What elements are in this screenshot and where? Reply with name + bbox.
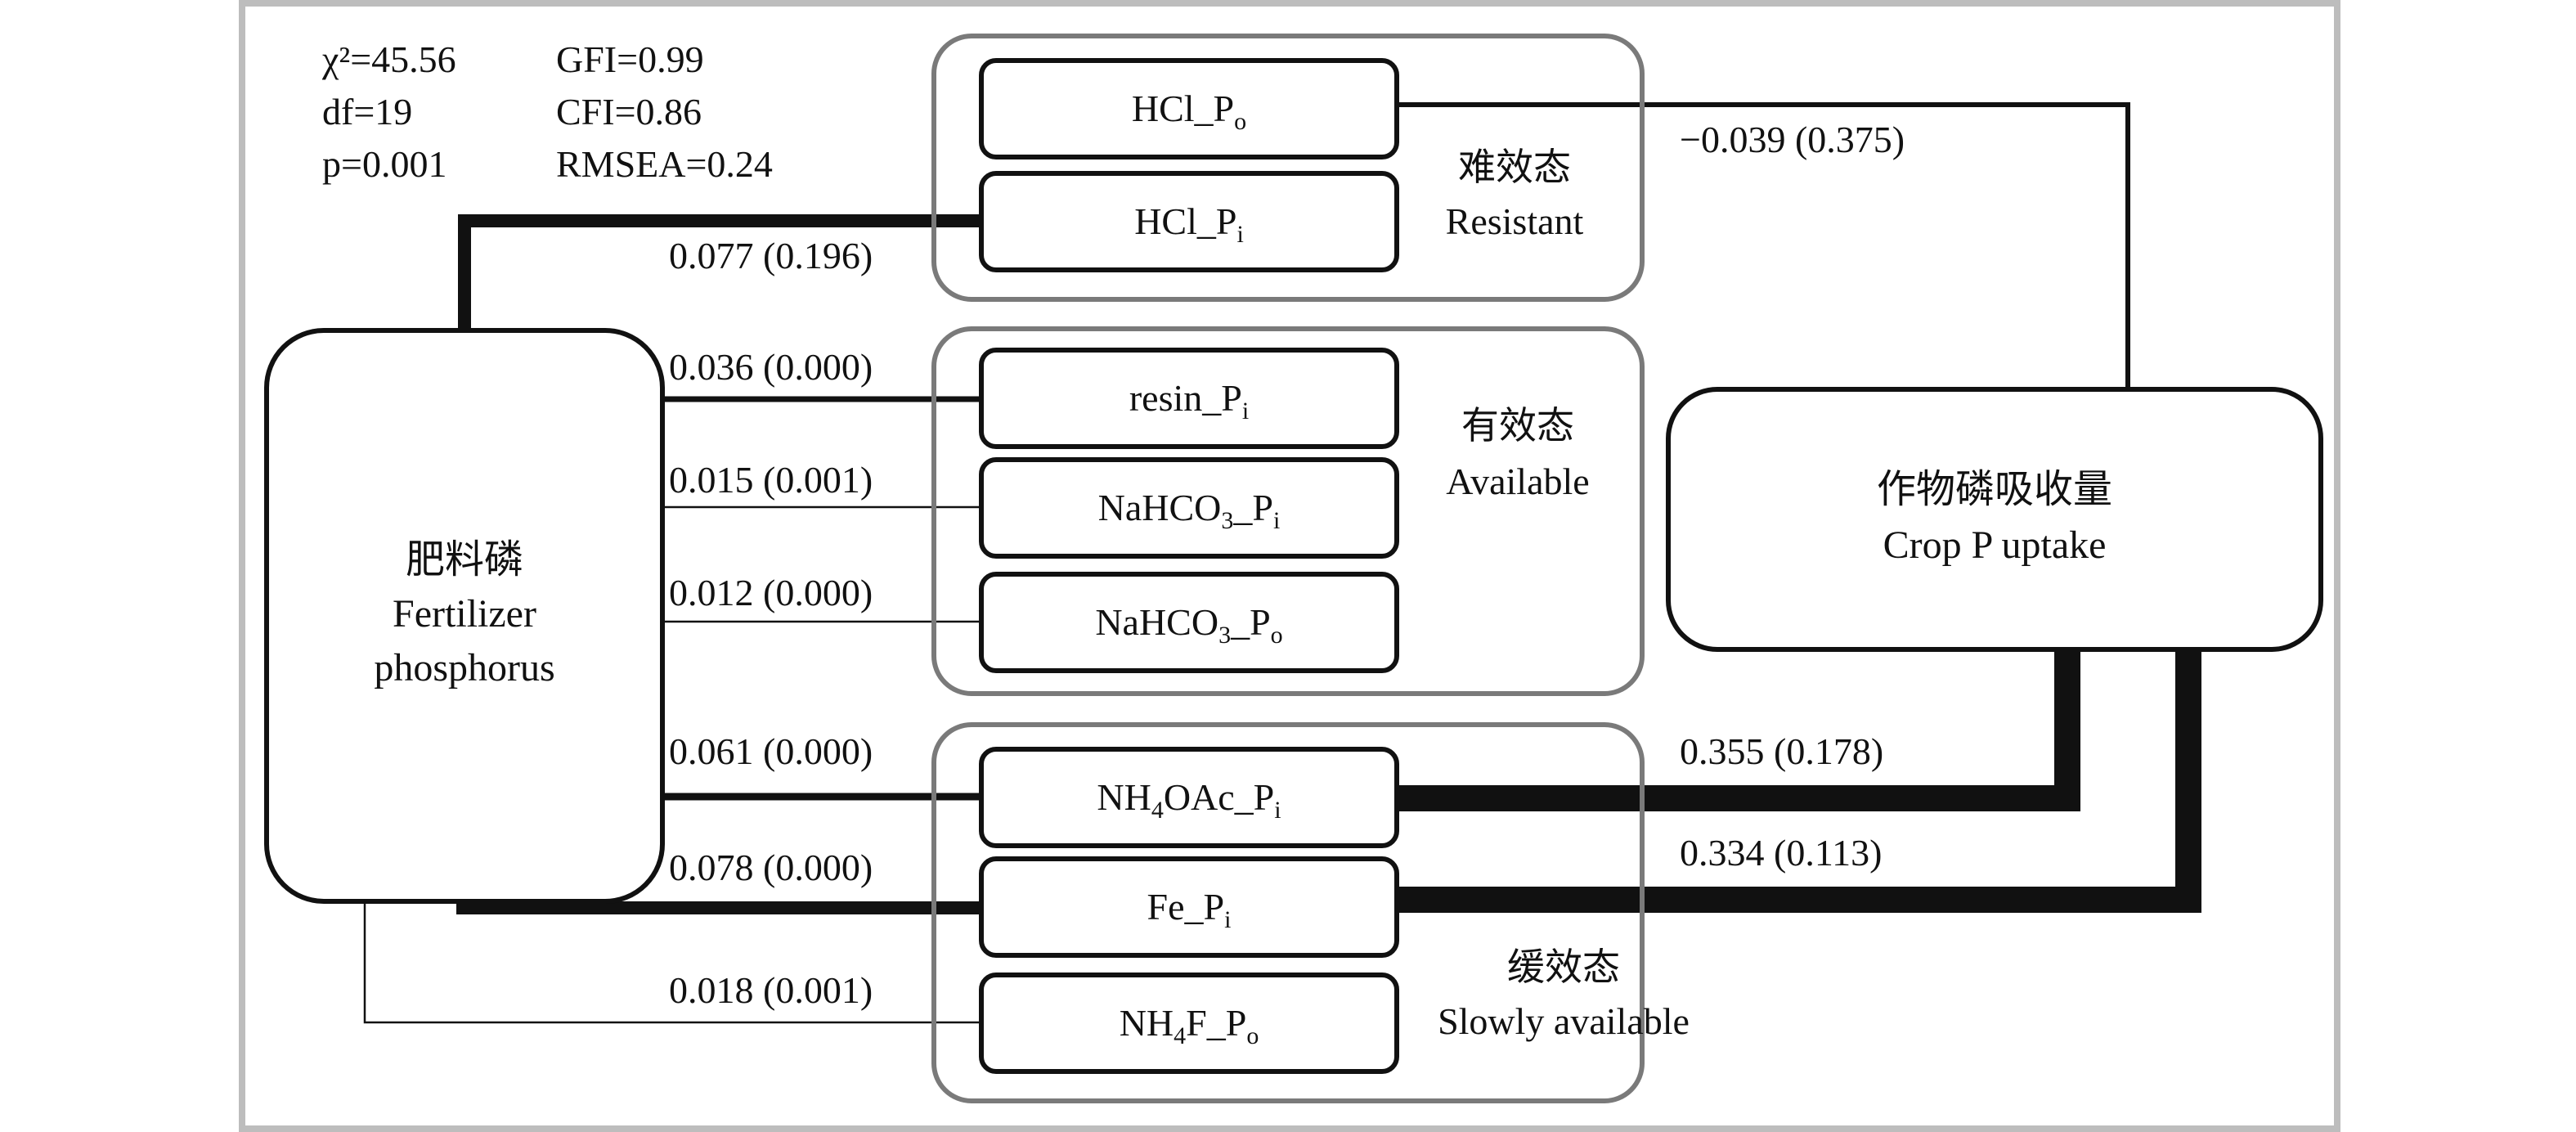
group-resistant-en: Resistant (1446, 200, 1584, 242)
node-fertilizer-en2: phosphorus (374, 646, 554, 690)
stat-chi2: χ²=45.56 (321, 38, 456, 80)
label-hcl-po-crop: −0.039 (0.375) (1680, 119, 1905, 160)
node-nahco3-pi-sub: i (1273, 507, 1280, 534)
group-slowly-frame (931, 722, 1645, 1103)
stat-p: p=0.001 (322, 143, 447, 185)
node-fertilizer: 肥料磷 Fertilizer phosphorus (264, 328, 665, 904)
path-lines (363, 102, 2201, 1024)
node-nh4f-po: NH4F_Po (979, 973, 1399, 1074)
node-nh4oac-pi-frame (979, 747, 1399, 848)
node-nahco3-po-pre-sub: 3 (1218, 622, 1231, 649)
label-fert-hcl-pi: 0.077 (0.196) (669, 235, 873, 276)
group-slowly-en: Slowly available (1438, 1000, 1690, 1042)
node-nh4oac-pi: NH4OAc_Pi (979, 747, 1399, 848)
node-nh4f-po-pre: NH (1120, 1002, 1174, 1044)
node-fe-pi-sub: i (1224, 906, 1231, 933)
label-fert-fe-pi: 0.078 (0.000) (669, 847, 873, 888)
node-fertilizer-zh: 肥料磷 (406, 537, 523, 582)
node-hcl-po-sub: o (1234, 108, 1246, 135)
node-hcl-pi: HCl_Pi (979, 171, 1399, 272)
fit-statistics: χ²=45.56 df=19 p=0.001 GFI=0.99 CFI=0.86… (321, 38, 773, 185)
node-nh4oac-pi-main: OAc_P (1164, 776, 1274, 818)
label-fert-nahco3-po: 0.012 (0.000) (669, 572, 873, 613)
node-nh4f-po-pre-sub: 4 (1174, 1022, 1186, 1049)
node-fe-pi-main: Fe_P (1147, 886, 1225, 928)
node-fe-pi-frame (979, 856, 1399, 958)
svg-text:HCl_Pi: HCl_Pi (1134, 200, 1244, 248)
group-available-en: Available (1446, 460, 1589, 502)
group-available-zh: 有效态 (1461, 403, 1574, 447)
node-hcl-po: HCl_Po (979, 58, 1399, 159)
node-nahco3-po-frame (979, 572, 1399, 673)
node-hcl-pi-sub: i (1236, 221, 1243, 248)
node-nahco3-pi-pre: NaHCO (1098, 487, 1222, 528)
group-slowly-zh: 缓效态 (1507, 945, 1620, 989)
node-nahco3-po-pre: NaHCO (1095, 601, 1218, 643)
group-slowly: 缓效态 Slowly available (931, 722, 1690, 1103)
node-resin-pi-frame (979, 348, 1399, 449)
node-hcl-po-frame (979, 58, 1399, 159)
node-resin-pi: resin_Pi (979, 348, 1399, 449)
svg-text:NaHCO3_Po: NaHCO3_Po (1095, 601, 1282, 649)
group-resistant-frame (931, 34, 1645, 302)
node-nh4f-po-main: F_P (1186, 1002, 1246, 1044)
node-nh4f-po-sub: o (1246, 1022, 1259, 1049)
label-nh4oac-crop: 0.355 (0.178) (1680, 730, 1883, 772)
node-nh4oac-pi-pre: NH (1097, 776, 1151, 818)
group-available-frame (931, 326, 1645, 696)
label-fe-crop: 0.334 (0.113) (1680, 832, 1882, 874)
node-nahco3-pi-frame (979, 457, 1399, 559)
line-nh4oac-crop (1397, 649, 2080, 811)
node-fertilizer-frame (264, 328, 665, 904)
svg-text:resin_Pi: resin_Pi (1129, 377, 1249, 424)
label-fert-nh4f-po: 0.018 (0.001) (669, 969, 873, 1011)
svg-text:NH4F_Po: NH4F_Po (1120, 1002, 1259, 1049)
svg-text:NaHCO3_Pi: NaHCO3_Pi (1098, 487, 1281, 534)
node-resin-pi-main: resin_P (1129, 377, 1242, 419)
stat-gfi: GFI=0.99 (556, 38, 704, 80)
svg-text:Fe_Pi: Fe_Pi (1147, 886, 1232, 933)
node-nahco3-pi: NaHCO3_Pi (979, 457, 1399, 559)
node-fe-pi: Fe_Pi (979, 856, 1399, 958)
svg-text:HCl_Po: HCl_Po (1132, 88, 1246, 135)
node-hcl-po-main: HCl_P (1132, 88, 1234, 129)
stat-df: df=19 (322, 91, 412, 133)
line-fert-nh4f-po (363, 901, 981, 1024)
group-resistant-zh: 难效态 (1458, 145, 1571, 189)
node-crop-uptake: 作物磷吸收量 Crop P uptake (1666, 387, 2323, 652)
line-fe-crop (1397, 649, 2201, 913)
node-crop-uptake-frame (1666, 387, 2323, 652)
group-resistant: 难效态 Resistant (931, 34, 1645, 302)
node-crop-uptake-en: Crop P uptake (1883, 523, 2107, 567)
node-nahco3-po-sub: o (1271, 622, 1283, 649)
node-nahco3-pi-pre-sub: 3 (1221, 507, 1233, 534)
node-nh4f-po-frame (979, 973, 1399, 1074)
label-fert-resin-pi: 0.036 (0.000) (669, 346, 873, 388)
svg-text:NH4OAc_Pi: NH4OAc_Pi (1097, 776, 1281, 824)
node-hcl-pi-frame (979, 171, 1399, 272)
group-available: 有效态 Available (931, 326, 1645, 696)
node-resin-pi-sub: i (1242, 398, 1249, 424)
node-nahco3-po-main: _P (1230, 601, 1271, 643)
label-fert-nahco3-pi: 0.015 (0.001) (669, 459, 873, 501)
node-nh4oac-pi-pre-sub: 4 (1151, 797, 1164, 824)
node-nahco3-pi-main: _P (1232, 487, 1273, 528)
node-fertilizer-en1: Fertilizer (393, 592, 536, 636)
node-nh4oac-pi-sub: i (1274, 797, 1281, 824)
node-crop-uptake-zh: 作物磷吸收量 (1877, 466, 2112, 512)
path-labels: −0.039 (0.375) 0.077 (0.196) 0.036 (0.00… (669, 119, 1905, 1011)
label-fert-nh4oac-pi: 0.061 (0.000) (669, 730, 873, 772)
node-hcl-pi-main: HCl_P (1134, 200, 1236, 242)
line-fert-hcl-pi (458, 214, 981, 330)
node-nahco3-po: NaHCO3_Po (979, 572, 1399, 673)
stat-rmsea: RMSEA=0.24 (556, 143, 773, 185)
stat-cfi: CFI=0.86 (556, 91, 702, 133)
